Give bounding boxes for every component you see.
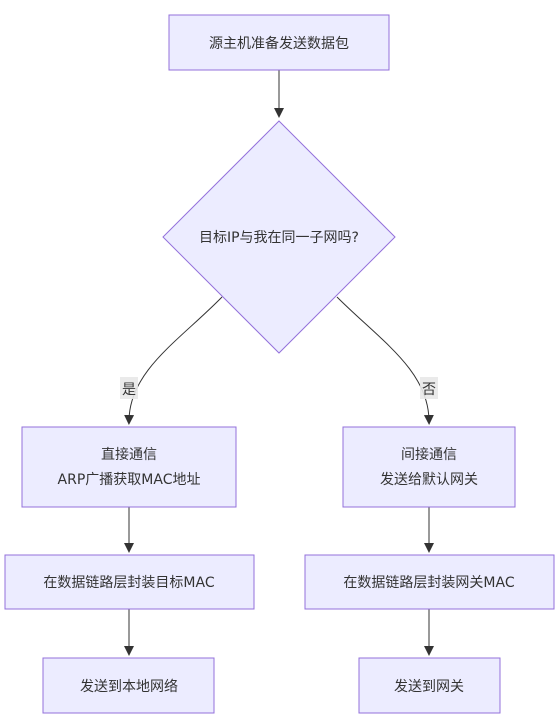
svg-text:发送到本地网络: 发送到本地网络 (80, 679, 178, 695)
edge-decision-to-direct (124, 296, 223, 425)
svg-text:否: 否 (422, 382, 436, 398)
svg-text:目标IP与我在同一子网吗?: 目标IP与我在同一子网吗? (199, 230, 359, 246)
svg-text:ARP广播获取MAC地址: ARP广播获取MAC地址 (58, 472, 201, 488)
edge-label-yes: 是 (120, 377, 138, 399)
edge-decision-to-indirect (336, 296, 434, 425)
node-send-local-network: 发送到本地网络 (42, 657, 215, 714)
svg-text:在数据链路层封装目标MAC: 在数据链路层封装目标MAC (43, 575, 214, 591)
node-decision: 目标IP与我在同一子网吗? (162, 120, 396, 354)
node-indirect-communication: 间接通信 发送给默认网关 (342, 426, 516, 508)
svg-text:直接通信: 直接通信 (101, 446, 157, 463)
node-encap-gateway-mac: 在数据链路层封装网关MAC (304, 554, 555, 610)
node-send-to-gateway: 发送到网关 (358, 657, 501, 714)
svg-text:是: 是 (122, 382, 136, 398)
svg-text:发送到网关: 发送到网关 (394, 679, 464, 695)
svg-text:间接通信: 间接通信 (401, 446, 457, 463)
svg-text:在数据链路层封装网关MAC: 在数据链路层封装网关MAC (343, 575, 514, 591)
edge-label-no: 否 (420, 377, 438, 399)
node-direct-communication: 直接通信 ARP广播获取MAC地址 (21, 426, 237, 508)
node-encap-target-mac: 在数据链路层封装目标MAC (4, 554, 255, 610)
svg-text:源主机准备发送数据包: 源主机准备发送数据包 (209, 35, 349, 52)
node-start: 源主机准备发送数据包 (168, 14, 390, 71)
svg-text:发送给默认网关: 发送给默认网关 (380, 472, 478, 488)
